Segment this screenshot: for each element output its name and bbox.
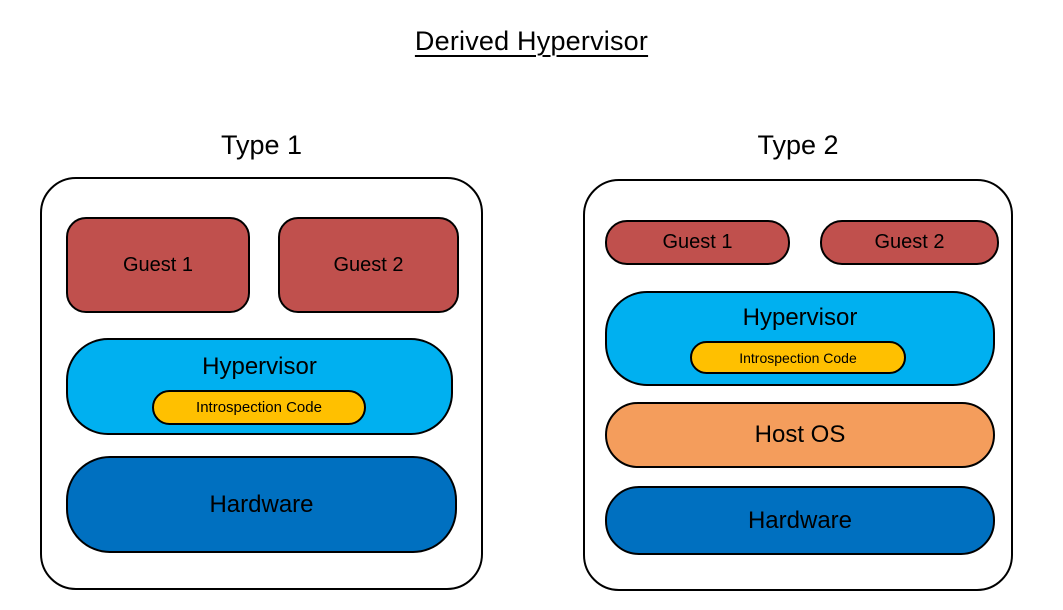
type1-hardware-box: Hardware xyxy=(66,456,457,553)
type2-hardware-box: Hardware xyxy=(605,486,995,555)
type1-introspection-code-box: Introspection Code xyxy=(152,390,366,425)
type1-guest2-box: Guest 2 xyxy=(278,217,459,313)
type1-guest1-box: Guest 1 xyxy=(66,217,250,313)
page-title-text: Derived Hypervisor xyxy=(414,26,649,56)
type2-container: Guest 1 Guest 2 Hypervisor Introspection… xyxy=(583,179,1013,591)
type2-hypervisor-box: Hypervisor Introspection Code xyxy=(605,291,995,386)
type2-host-os-box: Host OS xyxy=(605,402,995,468)
page-title: Derived Hypervisor xyxy=(0,26,1063,57)
type2-guest2-box: Guest 2 xyxy=(820,220,999,265)
type1-hypervisor-label: Hypervisor xyxy=(202,353,317,380)
type2-hypervisor-label: Hypervisor xyxy=(742,304,858,331)
type2-guest1-box: Guest 1 xyxy=(605,220,790,265)
type1-hypervisor-box: Hypervisor Introspection Code xyxy=(66,338,453,435)
type1-label: Type 1 xyxy=(220,130,303,160)
type2-label: Type 2 xyxy=(757,130,839,160)
type1-container: Guest 1 Guest 2 Hypervisor Introspection… xyxy=(40,177,483,590)
type2-introspection-code-box: Introspection Code xyxy=(690,341,906,374)
